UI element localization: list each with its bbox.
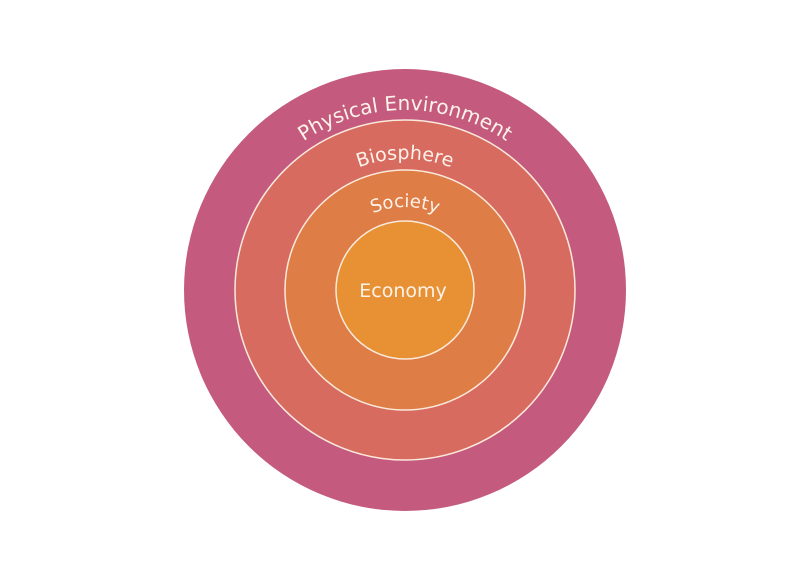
economy-label: Economy: [359, 280, 447, 302]
economy-circle: [335, 220, 475, 360]
